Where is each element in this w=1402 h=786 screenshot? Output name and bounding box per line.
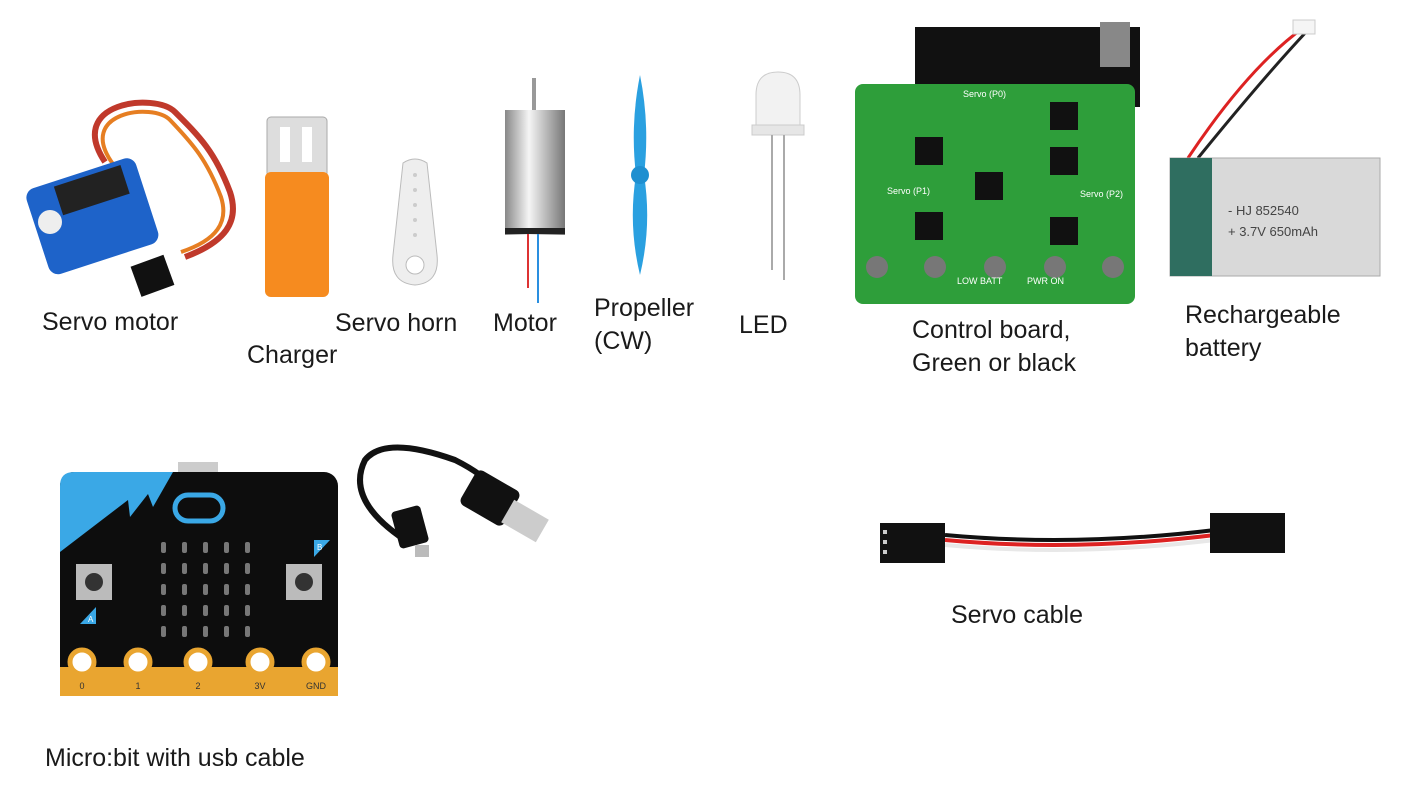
motor-image	[505, 78, 565, 303]
battery-image: - HJ 852540 + 3.7V 650mAh	[1169, 19, 1381, 277]
led-image	[751, 71, 805, 280]
led-matrix-dot	[224, 626, 229, 637]
battery-print-line1: - HJ 852540	[1228, 203, 1299, 218]
label-microbit: Micro:bit with usb cable	[45, 744, 305, 772]
charger-image	[265, 116, 329, 297]
control-board-image: Servo (P0) Servo (P1) Servo (P2) LOW BAT…	[855, 22, 1140, 304]
pin-hole	[67, 647, 97, 677]
label-motor: Motor	[493, 309, 557, 337]
led-matrix-dot	[245, 626, 250, 637]
led-matrix-dot	[182, 584, 187, 595]
led-matrix-dot	[161, 542, 166, 553]
label-servo-horn: Servo horn	[335, 309, 458, 337]
pin-hole	[183, 647, 213, 677]
label-propeller-line1: Propeller	[594, 294, 695, 322]
label-battery-line1: Rechargeable	[1185, 301, 1341, 329]
usb-cable-image	[357, 444, 549, 557]
led-matrix-dot	[161, 584, 166, 595]
pin-label: 1	[135, 681, 140, 691]
led-matrix-dot	[161, 563, 166, 574]
led-matrix-dot	[203, 542, 208, 553]
pin-label: 3V	[254, 681, 265, 691]
label-servo-motor: Servo motor	[42, 308, 179, 336]
board-label-p2: Servo (P2)	[1080, 189, 1123, 199]
board-label-low-batt: LOW BATT	[957, 276, 1003, 286]
button-a-label: A	[88, 615, 94, 624]
led-matrix-dot	[161, 605, 166, 616]
board-label-p0: Servo (P0)	[963, 89, 1006, 99]
led-matrix-dot	[245, 605, 250, 616]
pin-label: 0	[79, 681, 84, 691]
led-matrix-dot	[182, 605, 187, 616]
led-matrix-dot	[224, 542, 229, 553]
pin-hole	[301, 647, 331, 677]
label-control-board-line1: Control board,	[912, 316, 1071, 344]
label-control-board-line2: Green or black	[912, 349, 1076, 377]
led-matrix-dot	[182, 542, 187, 553]
propeller-image	[631, 75, 649, 275]
label-battery: Rechargeable battery	[1185, 299, 1341, 365]
pin-label: 2	[195, 681, 200, 691]
led-matrix-dot	[245, 584, 250, 595]
servo-motor-image	[26, 99, 236, 297]
board-label-pwr-on: PWR ON	[1027, 276, 1064, 286]
led-matrix-dot	[203, 626, 208, 637]
pin-label: GND	[306, 681, 327, 691]
label-servo-cable: Servo cable	[951, 601, 1084, 629]
led-matrix-dot	[245, 542, 250, 553]
servo-horn-image	[392, 158, 438, 286]
led-matrix-dot	[224, 605, 229, 616]
pin-hole	[245, 647, 275, 677]
battery-print-line2: + 3.7V 650mAh	[1228, 224, 1318, 239]
microbit-image: A B 0 1 2 3V GND	[60, 462, 338, 696]
label-propeller-line2: (CW)	[594, 327, 653, 355]
led-matrix-dot	[245, 563, 250, 574]
led-matrix-dot	[203, 605, 208, 616]
led-matrix-dot	[224, 584, 229, 595]
led-matrix-dot	[182, 626, 187, 637]
led-matrix-dot	[182, 563, 187, 574]
label-control-board: Control board, Green or black	[912, 314, 1076, 380]
label-charger: Charger	[247, 341, 338, 369]
board-label-p1: Servo (P1)	[887, 186, 930, 196]
label-led: LED	[739, 311, 788, 339]
led-matrix-dot	[203, 563, 208, 574]
pin-hole	[123, 647, 153, 677]
label-propeller: Propeller (CW)	[594, 292, 694, 358]
label-battery-line2: battery	[1185, 334, 1262, 362]
servo-cable-image	[880, 513, 1285, 563]
button-b-label: B	[317, 543, 322, 552]
led-matrix-dot	[224, 563, 229, 574]
led-matrix-dot	[161, 626, 166, 637]
led-matrix-dot	[203, 584, 208, 595]
